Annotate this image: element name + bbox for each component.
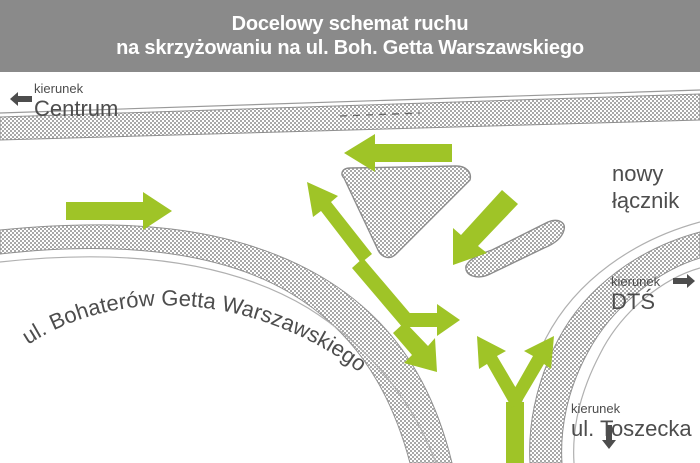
road-north-centrum xyxy=(0,89,700,141)
label-dts: kierunek DTŚ xyxy=(611,273,660,315)
label-nowy-lacznik: nowy łącznik xyxy=(612,160,679,214)
arrow-west-outbound xyxy=(66,192,172,230)
label-nowy-lacznik-line-2: łącznik xyxy=(612,188,680,213)
arrow-fork-north xyxy=(477,336,554,463)
label-centrum-kicker: kierunek xyxy=(34,81,84,96)
map-canvas xyxy=(0,72,700,463)
label-nowy-lacznik-line-1: nowy xyxy=(612,161,664,186)
arrow-north-westbound xyxy=(344,134,452,172)
arrow-down-icon xyxy=(602,425,616,449)
header-banner: Docelowy schemat ruchu na skrzyżowaniu n… xyxy=(0,0,700,72)
label-dts-kicker: kierunek xyxy=(611,274,661,289)
label-centrum: kierunek Centrum xyxy=(34,80,118,122)
road-southwest-bohaterow xyxy=(0,224,453,463)
label-toszecka-kicker: kierunek xyxy=(571,401,621,416)
arrow-island-southeast xyxy=(453,190,518,265)
page-title-line-2: na skrzyżowaniu na ul. Boh. Getta Warsza… xyxy=(116,37,584,59)
label-centrum-name: Centrum xyxy=(34,96,119,121)
label-toszecka: kierunek ul. Toszecka xyxy=(571,400,692,442)
label-dts-name: DTŚ xyxy=(611,289,655,314)
island-triangle xyxy=(341,165,472,259)
arrow-island-northwest xyxy=(307,182,372,263)
page-title-line-1: Docelowy schemat ruchu xyxy=(231,13,469,35)
label-toszecka-name: ul. Toszecka xyxy=(571,416,692,441)
arrow-split-southeast xyxy=(352,258,460,372)
arrow-right-icon xyxy=(673,274,695,288)
arrow-left-icon xyxy=(10,92,32,106)
